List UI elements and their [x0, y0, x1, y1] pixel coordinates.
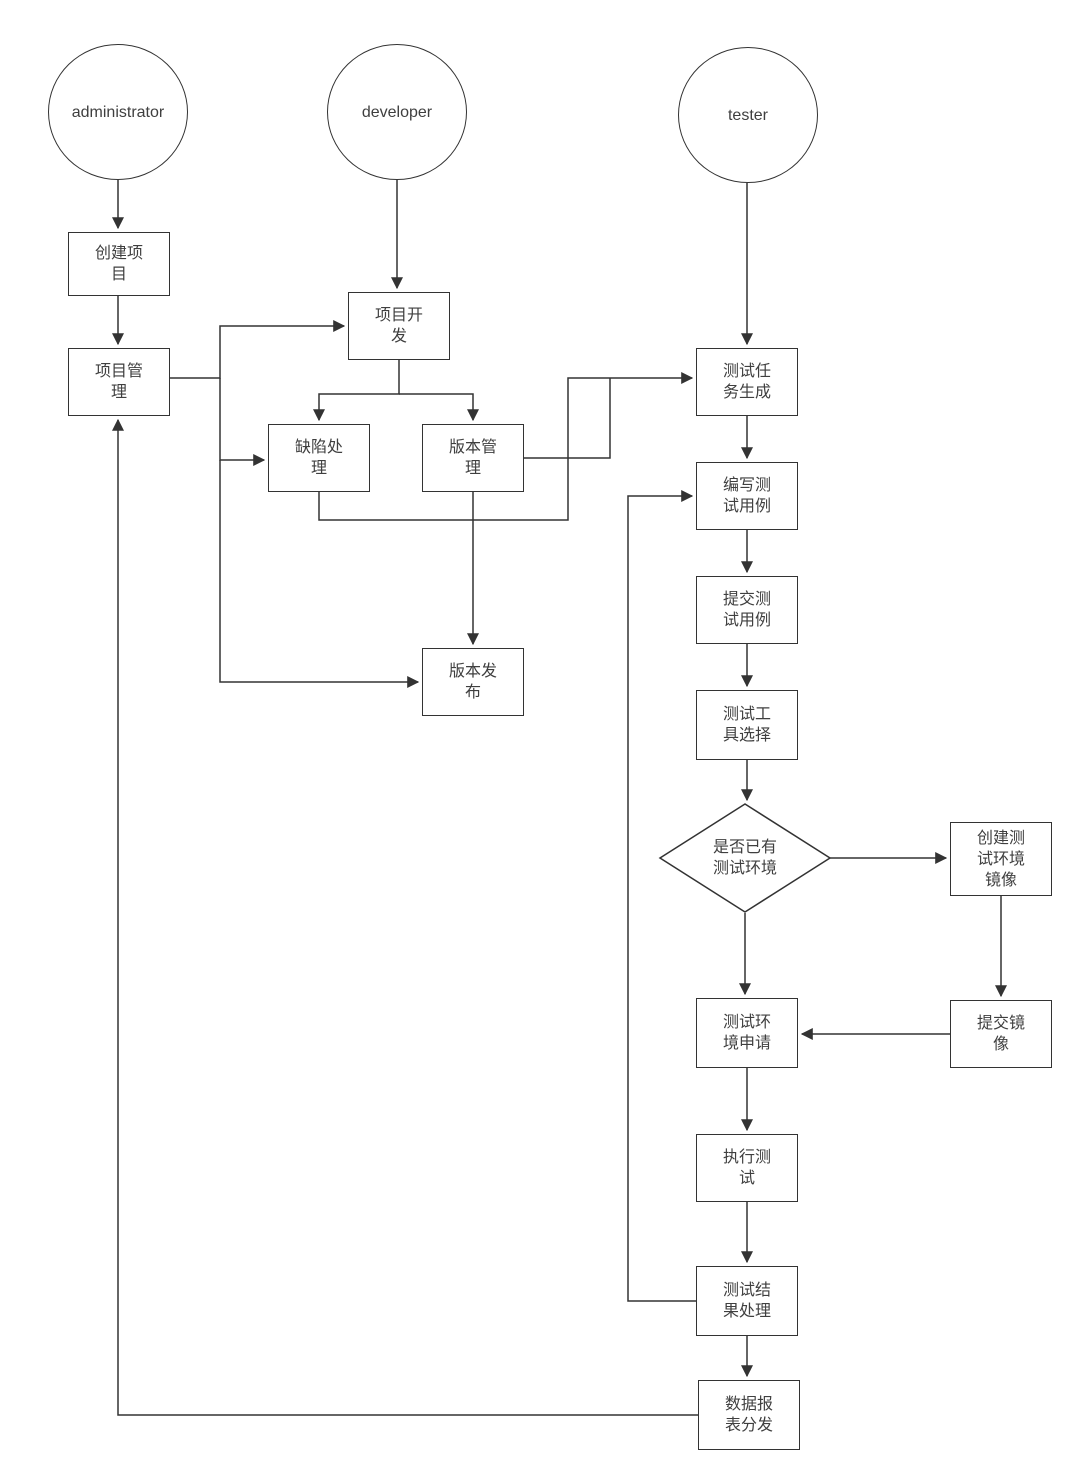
- node-test-task-generation: 测试任务生成: [696, 348, 798, 416]
- node-defect-handling: 缺陷处理: [268, 424, 370, 492]
- node-data-report-distribution: 数据报表分发: [698, 1380, 800, 1450]
- node-create-project: 创建项目: [68, 232, 170, 296]
- node-submit-test-cases: 提交测试用例: [696, 576, 798, 644]
- node-test-tool-selection-label: 测试工具选择: [722, 706, 771, 744]
- node-test-result-processing-label: 测试结果处理: [722, 1282, 771, 1320]
- node-test-env-application: 测试环境申请: [696, 998, 798, 1068]
- node-project-management: 项目管理: [68, 348, 170, 416]
- node-version-release-label: 版本发布: [448, 663, 497, 701]
- node-execute-test: 执行测试: [696, 1134, 798, 1202]
- node-test-task-generation-label: 测试任务生成: [722, 363, 771, 401]
- actor-administrator-label: administrator: [71, 103, 165, 121]
- node-version-management: 版本管理: [422, 424, 524, 492]
- node-submit-image: 提交镜像: [950, 1000, 1052, 1068]
- node-write-test-cases-label: 编写测试用例: [722, 477, 771, 515]
- node-create-test-env-image-label: 创建测试环境镜像: [976, 829, 1025, 889]
- actor-tester-label: tester: [727, 106, 768, 124]
- actor-developer-label: developer: [361, 103, 433, 121]
- node-submit-test-cases-label: 提交测试用例: [722, 591, 771, 629]
- node-submit-image-label: 提交镜像: [976, 1015, 1025, 1053]
- actor-developer: developer: [327, 44, 467, 180]
- node-test-tool-selection: 测试工具选择: [696, 690, 798, 760]
- decision-has-test-env-label: 是否已有测试环境: [712, 839, 777, 877]
- node-create-test-env-image: 创建测试环境镜像: [950, 822, 1052, 896]
- node-project-development-label: 项目开发: [374, 307, 423, 345]
- node-project-development: 项目开发: [348, 292, 450, 360]
- decision-has-test-env: 是否已有测试环境: [660, 804, 830, 912]
- node-test-env-application-label: 测试环境申请: [722, 1014, 771, 1052]
- node-project-management-label: 项目管理: [94, 363, 143, 401]
- node-execute-test-label: 执行测试: [722, 1149, 771, 1187]
- node-version-release: 版本发布: [422, 648, 524, 716]
- node-data-report-distribution-label: 数据报表分发: [724, 1396, 773, 1434]
- actor-tester: tester: [678, 47, 818, 183]
- node-create-project-label: 创建项目: [94, 245, 143, 283]
- node-defect-handling-label: 缺陷处理: [294, 439, 343, 477]
- actor-administrator: administrator: [48, 44, 188, 180]
- node-test-result-processing: 测试结果处理: [696, 1266, 798, 1336]
- node-version-management-label: 版本管理: [448, 439, 497, 477]
- node-write-test-cases: 编写测试用例: [696, 462, 798, 530]
